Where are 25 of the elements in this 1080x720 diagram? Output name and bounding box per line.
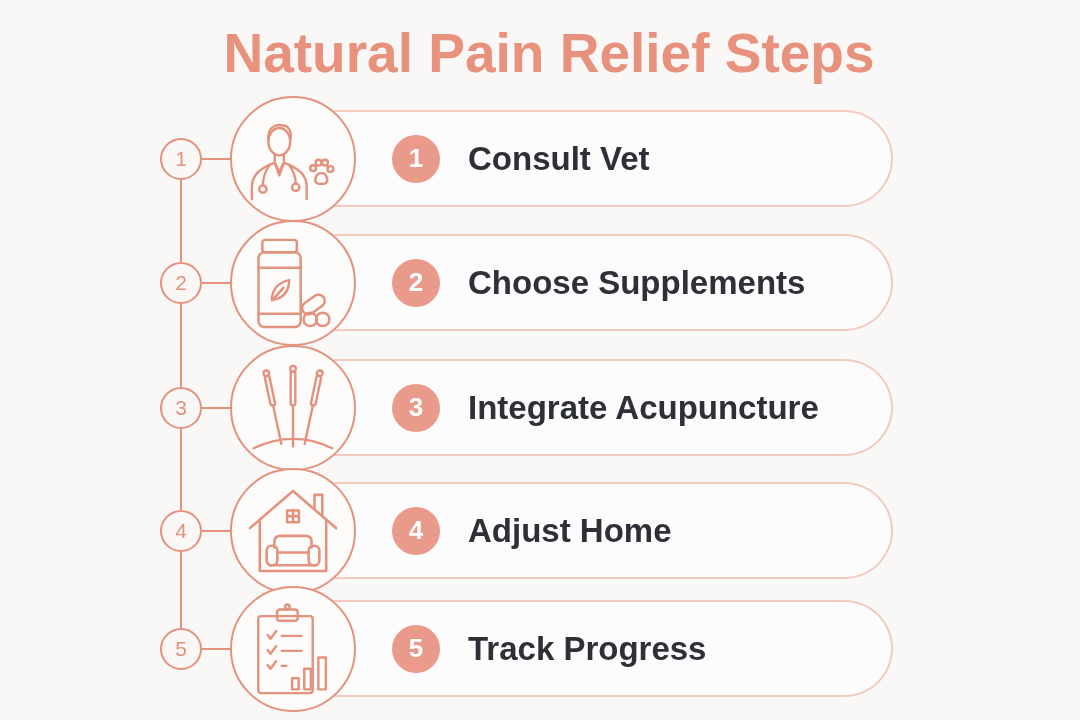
number-circle: 4 (160, 510, 202, 552)
number-circle: 5 (160, 628, 202, 670)
connector-line (201, 648, 231, 650)
step-label: Choose Supplements (468, 263, 806, 302)
connector-line (180, 303, 182, 388)
connector-line (180, 428, 182, 511)
connector-line (201, 407, 231, 409)
connector-line (201, 282, 231, 284)
step-number-badge: 4 (392, 506, 440, 555)
step-number-badge: 1 (392, 134, 440, 183)
connector-line (180, 551, 182, 629)
step-label: Consult Vet (468, 139, 650, 178)
title: Natural Pain Relief Steps (223, 21, 875, 86)
number-circle: 2 (160, 262, 202, 304)
step-label: Integrate Acupuncture (468, 388, 819, 427)
step-number-badge: 5 (392, 624, 440, 673)
step-label: Adjust Home (468, 511, 672, 550)
step-label: Track Progress (468, 629, 707, 668)
connector-line (201, 158, 231, 160)
number-circle: 1 (160, 138, 202, 180)
connector-line (201, 530, 231, 532)
connector-line (180, 179, 182, 263)
step-number-badge: 3 (392, 383, 440, 432)
number-circle: 3 (160, 387, 202, 429)
step-number-badge: 2 (392, 258, 440, 307)
